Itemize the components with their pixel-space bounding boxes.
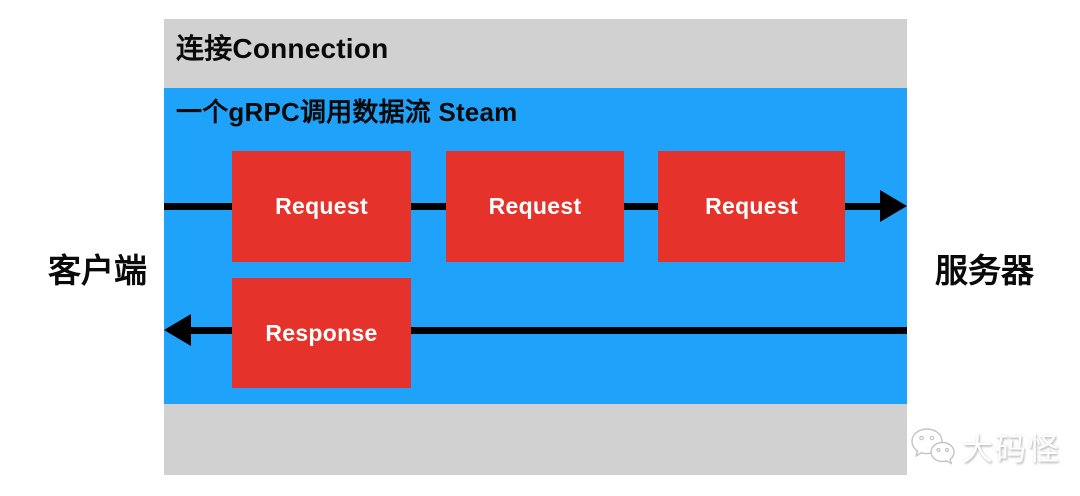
response-box: Response (232, 278, 411, 388)
connection-label: 连接Connection (176, 33, 389, 64)
request-box-2: Request (446, 151, 624, 262)
arrowhead-right-icon (880, 190, 907, 222)
request-label-1: Request (275, 193, 368, 219)
watermark: 大码怪 (908, 424, 1061, 469)
arrowhead-left-icon (164, 314, 191, 346)
server-label: 服务器 (935, 252, 1034, 289)
stream-label: 一个gRPC调用数据流 Steam (176, 97, 518, 127)
response-label: Response (265, 319, 378, 346)
client-label: 客户端 (48, 252, 147, 289)
request-label-2: Request (488, 193, 582, 219)
request-box-3: Request (658, 151, 845, 262)
request-label-3: Request (705, 193, 798, 219)
response-arrow-line (190, 327, 907, 334)
wechat-icon (911, 427, 955, 465)
request-box-1: Request (232, 151, 411, 262)
watermark-text: 大码怪 (962, 432, 1061, 467)
